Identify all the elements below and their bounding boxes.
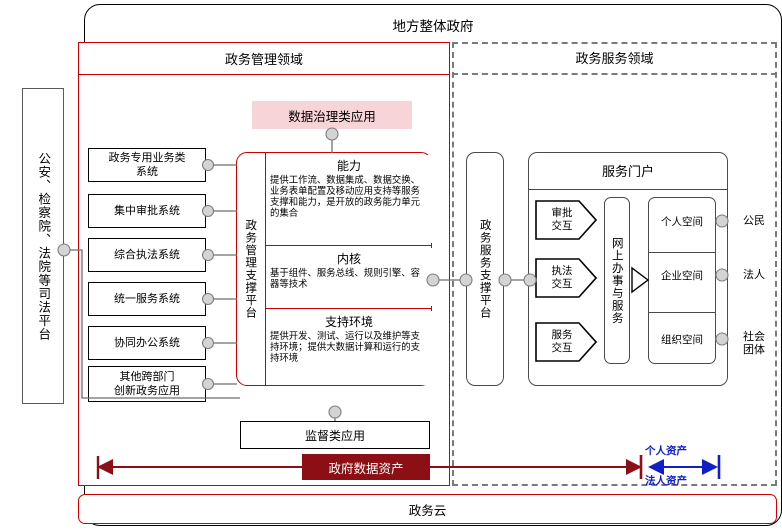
management-support-platform-label-column: 政务管理支撑平台 bbox=[236, 152, 266, 386]
personal-space-item[interactable]: 个人空间 bbox=[661, 215, 703, 228]
chevron-shape-icon bbox=[535, 322, 597, 362]
kernel-heading: 内核 bbox=[336, 252, 361, 266]
service-support-platform-box: 政务服务支撑平台 bbox=[466, 152, 504, 386]
management-domain-title: 政务管理领域 bbox=[78, 42, 450, 75]
judicial-platform-label: 公安、检察院、法院等司法平台 bbox=[36, 151, 52, 341]
data-governance-application-box[interactable]: 数据治理类应用 bbox=[252, 101, 412, 129]
service-interaction-chevron[interactable]: 服务 交互 bbox=[535, 322, 597, 362]
judicial-platform-box: 公安、检察院、法院等司法平台 bbox=[22, 88, 64, 404]
enforcement-interaction-line1: 执法 bbox=[551, 265, 573, 278]
enforcement-interaction-line2: 交互 bbox=[551, 278, 573, 290]
system-box-6[interactable]: 其他跨部门 创新政务应用 bbox=[88, 366, 206, 402]
chevron-shape-icon bbox=[535, 200, 597, 240]
enterprise-space-item[interactable]: 企业空间 bbox=[661, 269, 703, 282]
system-box-3-line1: 综合执法系统 bbox=[114, 248, 180, 262]
system-box-3[interactable]: 综合执法系统 bbox=[88, 238, 206, 272]
legal-person-asset-label: 法人资产 bbox=[645, 475, 687, 487]
actor-citizen: 公民 bbox=[743, 213, 765, 227]
overall-government-title: 地方整体政府 bbox=[392, 19, 474, 35]
system-box-1-line2: 系统 bbox=[136, 165, 158, 178]
personal-asset-label: 个人资产 bbox=[645, 445, 687, 457]
kernel-body: 基于组件、服务总线、规则引擎、容器等技术 bbox=[270, 268, 421, 291]
system-box-5-line1: 协同办公系统 bbox=[114, 336, 180, 350]
system-box-2[interactable]: 集中审批系统 bbox=[88, 194, 206, 228]
approval-interaction-chevron[interactable]: 审批 交互 bbox=[535, 200, 597, 240]
supervision-application-box[interactable]: 监督类应用 bbox=[240, 421, 430, 449]
online-service-box: 网上办事与服务 bbox=[604, 197, 630, 364]
support-environment-panel: 支持环境 提供开发、测试、运行以及维护等支持环境；提供大数据计算和运行的支持环境 bbox=[266, 311, 432, 385]
government-data-asset-bar: 政府数据资产 bbox=[302, 454, 430, 480]
management-support-platform-label: 政务管理支撑平台 bbox=[244, 219, 259, 319]
online-service-label: 网上办事与服务 bbox=[610, 236, 625, 325]
capability-panel: 能力 提供工作流、数据集成、数据交换、业务表单配置及移动应用支持等服务支撑和能力… bbox=[266, 155, 432, 243]
capability-heading: 能力 bbox=[336, 159, 361, 173]
spaces-divider-2 bbox=[648, 312, 716, 313]
enforcement-interaction-chevron[interactable]: 执法 交互 bbox=[535, 258, 597, 298]
approval-interaction-line1: 审批 bbox=[551, 207, 573, 220]
kernel-panel: 内核 基于组件、服务总线、规则引擎、容器等技术 bbox=[266, 248, 432, 306]
actor-social-group-line2: 团体 bbox=[743, 343, 765, 357]
system-box-6-line1: 其他跨部门 bbox=[119, 370, 175, 384]
system-box-4-line1: 统一服务系统 bbox=[114, 292, 180, 306]
service-support-platform-label: 政务服务支撑平台 bbox=[478, 219, 493, 319]
system-box-1[interactable]: 政务专用业务类 系统 bbox=[88, 148, 206, 182]
spaces-column-container bbox=[648, 197, 716, 364]
support-environment-heading: 支持环境 bbox=[324, 315, 373, 329]
capability-body: 提供工作流、数据集成、数据交换、业务表单配置及移动应用支持等服务支撑和能力，是开… bbox=[270, 175, 421, 220]
service-interaction-line1: 服务 bbox=[551, 329, 573, 342]
organization-space-item[interactable]: 组织空间 bbox=[661, 333, 703, 346]
approval-interaction-line2: 交互 bbox=[551, 220, 573, 232]
system-box-4[interactable]: 统一服务系统 bbox=[88, 282, 206, 316]
panel-divider-1 bbox=[266, 245, 432, 246]
chevron-shape-icon bbox=[535, 258, 597, 298]
panel-divider-2 bbox=[266, 308, 432, 309]
system-box-1-line1: 政务专用业务类 bbox=[108, 151, 186, 165]
system-box-2-line1: 集中审批系统 bbox=[114, 204, 180, 218]
government-cloud-bar: 政务云 bbox=[78, 494, 777, 524]
system-box-5[interactable]: 协同办公系统 bbox=[88, 326, 206, 360]
support-environment-body: 提供开发、测试、运行以及维护等支持环境；提供大数据计算和运行的支持环境 bbox=[270, 331, 421, 365]
service-domain-title: 政务服务领域 bbox=[452, 42, 777, 75]
actor-legal-person: 法人 bbox=[743, 267, 765, 281]
actor-social-group: 社会 团体 bbox=[732, 330, 776, 362]
spaces-divider-1 bbox=[648, 252, 716, 253]
service-interaction-line2: 交互 bbox=[551, 342, 573, 354]
service-portal-title: 服务门户 bbox=[528, 152, 728, 190]
actor-social-group-line1: 社会 bbox=[743, 330, 765, 343]
system-box-6-line2: 创新政务应用 bbox=[114, 384, 180, 397]
